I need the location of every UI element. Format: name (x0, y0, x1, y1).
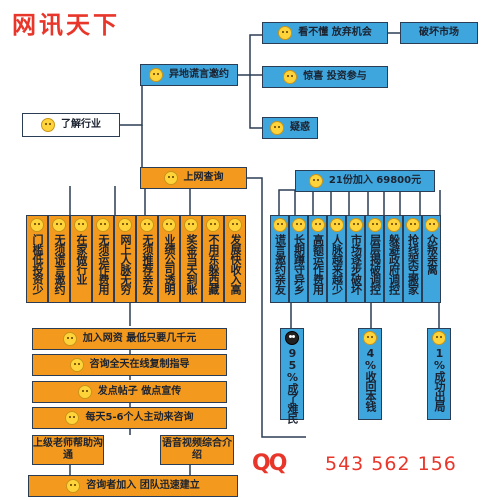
smiley-icon (77, 385, 92, 399)
smiley-icon (96, 218, 110, 232)
reason-card: 网上人脉无穷 (114, 215, 136, 303)
step-box: 每天5-6个人主动来咨询 (32, 407, 227, 429)
branch-a-child-label: 疑惑 (290, 122, 310, 133)
branch-b-label: 上网查询 (183, 172, 224, 183)
branch-a-label: 异地谎言邀约 (169, 69, 229, 80)
step-box: 加入网资 最低只要几千元 (32, 328, 227, 350)
reason-card: 无须运作费用 (92, 215, 114, 303)
final-box: 咨询者加入 团队迅速建立 (28, 475, 238, 497)
smiley-icon (291, 218, 306, 232)
smiley-icon (270, 121, 284, 135)
smiley-icon (74, 218, 88, 232)
contact-qq-number: 543 562 156 (325, 453, 457, 475)
smiley-icon (308, 174, 323, 188)
sad-face-icon (285, 331, 299, 345)
smiley-icon (30, 218, 44, 232)
reason-card: 不用东躲西藏 (202, 215, 224, 303)
smiley-icon (424, 218, 439, 232)
smiley-icon (52, 218, 66, 232)
step-box: 发点帖子 做点宣传 (32, 381, 227, 403)
problem-card: 人脉越来越少 (327, 215, 346, 303)
reason-card: 无须推荐亲友 (136, 215, 158, 303)
smiley-icon (65, 411, 80, 425)
root-label: 了解行业 (61, 119, 101, 130)
branch-b-node: 上网查询 (140, 167, 247, 189)
smiley-icon (228, 218, 242, 232)
branch-a-end-label: 破坏市场 (419, 27, 459, 38)
smiley-icon (140, 218, 154, 232)
branch-a-child-label: 惊喜 投资参与 (303, 71, 367, 82)
problem-card: 众叛亲离 (422, 215, 441, 303)
smiley-icon (184, 218, 198, 232)
branch-a-child-label: 看不懂 放弃机会 (298, 27, 372, 38)
smiley-icon (363, 331, 377, 345)
pair-box-left: 上级老师帮助沟通 (32, 435, 104, 465)
smiley-icon (405, 218, 420, 232)
outcome-card: 1%成功出局 (427, 328, 451, 420)
brand-title: 网讯天下 (12, 10, 120, 39)
laughing-face-icon (432, 331, 446, 345)
smiley-icon (386, 218, 401, 232)
branch-a-node: 异地谎言邀约 (140, 64, 238, 86)
smiley-icon (272, 218, 287, 232)
problem-card: 躲避政府调控 (384, 215, 403, 303)
branch-a-child-3: 疑惑 (262, 117, 318, 139)
step-box: 咨询全天在线复制指导 (32, 354, 227, 376)
problem-card: 高额运作费用 (308, 215, 327, 303)
problem-card: 谎言邀约亲友 (270, 215, 289, 303)
reason-card: 奖金当天到账 (180, 215, 202, 303)
smiley-icon (149, 68, 163, 82)
reason-card: 发展快收入高 (224, 215, 246, 303)
smiley-icon (163, 171, 178, 185)
smiley-icon (278, 26, 293, 40)
smiley-icon (41, 118, 55, 132)
outcome-card: 4%收回本钱 (358, 328, 382, 420)
smiley-icon (283, 70, 298, 84)
reason-card: 无须谎言邀约 (48, 215, 70, 303)
smiley-icon (69, 358, 84, 372)
problem-card: 市场逐步破坏 (346, 215, 365, 303)
branch-a-child-1: 看不懂 放弃机会 (262, 22, 388, 44)
reason-card: 业绩公司透明 (158, 215, 180, 303)
root-node: 了解行业 (22, 113, 120, 137)
pair-box-right: 语音视频综合介绍 (160, 435, 234, 465)
smiley-icon (66, 479, 81, 493)
smiley-icon (348, 218, 363, 232)
qq-logo: QQ (252, 451, 287, 476)
outcome-card: 95%成了难民 (280, 328, 304, 423)
smiley-icon (206, 218, 220, 232)
smiley-icon (118, 218, 132, 232)
smiley-icon (329, 218, 344, 232)
smiley-icon (62, 332, 77, 346)
problem-card: 层层揭破调控 (365, 215, 384, 303)
reason-card: 门槛低投资少 (26, 215, 48, 303)
problem-card: 抢线架空搬家 (403, 215, 422, 303)
branch-a-child-end: 破坏市场 (400, 22, 478, 44)
branch-a-child-2: 惊喜 投资参与 (262, 66, 388, 88)
branch-c-node: 21份加入 69800元 (295, 170, 435, 192)
branch-c-label: 21份加入 69800元 (328, 175, 422, 186)
smiley-icon (162, 218, 176, 232)
reason-card: 在家做行业 (70, 215, 92, 303)
smiley-icon (310, 218, 325, 232)
problem-card: 长期蹲守异乡 (289, 215, 308, 303)
smiley-icon (367, 218, 382, 232)
